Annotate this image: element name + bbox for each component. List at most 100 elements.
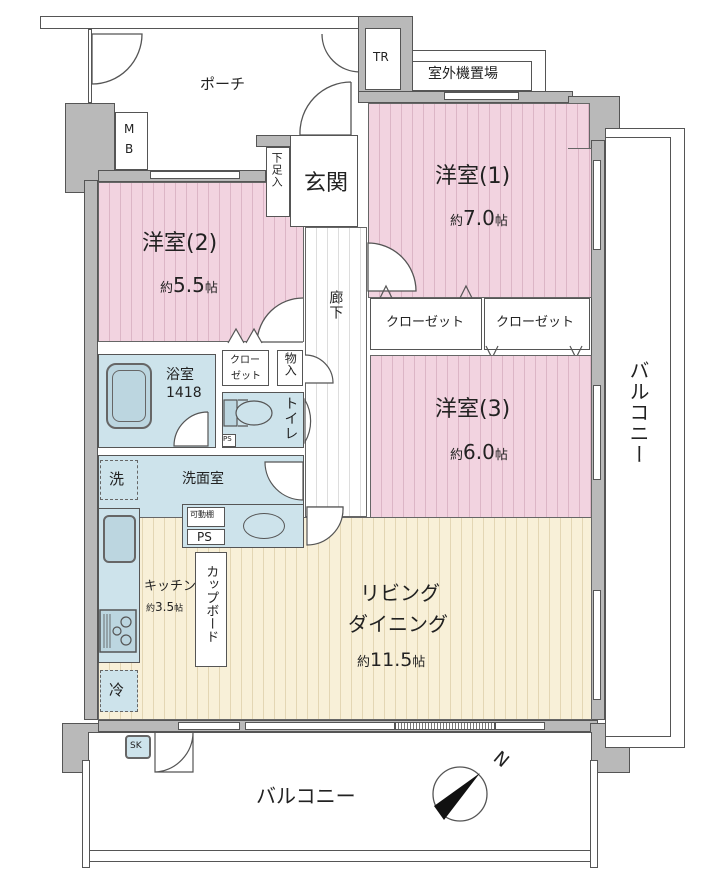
washroom-label: 洗面室 (182, 471, 224, 487)
storage[interactable] (277, 350, 303, 386)
washer-space (100, 460, 138, 500)
entrance (290, 135, 358, 227)
small-closet-door-icon (227, 327, 263, 344)
closet-a[interactable] (370, 298, 482, 350)
living-window-left[interactable] (178, 722, 240, 730)
room2-window[interactable] (150, 171, 240, 179)
room1-east-window[interactable] (593, 160, 601, 250)
small-closet[interactable] (222, 350, 269, 386)
bathroom-label: 浴室 (166, 367, 194, 383)
bathtub-inner (112, 370, 146, 422)
room1-top-window[interactable] (444, 92, 519, 100)
left-exterior-wall (84, 180, 98, 720)
size-prefix: 約 (450, 214, 464, 229)
closet-b-label: クローゼット (496, 315, 575, 330)
slop-sink[interactable] (125, 735, 151, 759)
balcony-south-label: バルコニー (256, 784, 356, 808)
porch-door-left-icon (91, 33, 143, 85)
kitchen-label: キッチン (144, 579, 197, 594)
porch-top-rail (40, 16, 412, 29)
entrance-label: 玄関 (304, 171, 349, 196)
western-room-1-label: 洋室(1) (435, 164, 511, 189)
slop-sink-label: SK (130, 741, 142, 751)
size-prefix: 約 (160, 281, 174, 296)
room1-door-icon (367, 242, 417, 292)
tr-label: TR (373, 50, 389, 64)
balcony-east (605, 137, 671, 737)
room3-east-window[interactable] (593, 385, 601, 480)
size-prefix: 約 (450, 448, 464, 463)
outdoor-unit-label: 室外機置場 (428, 66, 498, 82)
western-room-1-notch (568, 148, 592, 298)
western-room-3 (370, 355, 592, 518)
kitchen-size: 約3.5帖 (146, 600, 184, 615)
balcony-left-post (82, 760, 90, 868)
washroom-door-icon (264, 461, 304, 501)
living-label-line2: ダイニング (348, 612, 448, 636)
fridge-space (100, 670, 138, 712)
mb-label-b: B (125, 142, 134, 156)
size-unit: 帖 (412, 655, 426, 670)
toilet-door-icon (304, 397, 312, 445)
ps-toilet (222, 434, 236, 447)
closet-door-markers-icon (379, 284, 583, 360)
living-east-window[interactable] (593, 590, 601, 700)
kitchen-sink-icon (103, 515, 136, 563)
size-value: 3.5 (155, 600, 175, 614)
movable-shelf-box (187, 507, 225, 527)
living-dining (98, 517, 592, 720)
hallway-label: 廊下 (327, 290, 344, 320)
stove-icon (99, 609, 137, 653)
western-room-2-label: 洋室(2) (142, 231, 218, 256)
washer-label: 洗 (109, 470, 125, 488)
size-unit: 帖 (494, 448, 508, 463)
balcony-door-icon (154, 731, 194, 773)
porch-door-right-icon (321, 33, 361, 73)
living-window-vent (395, 722, 495, 730)
cupboard[interactable] (195, 552, 227, 667)
size-value: 7.0 (463, 206, 495, 230)
living-entry-door-icon (306, 506, 344, 546)
hallway (305, 227, 367, 517)
small-closet-label-2: ゼット (231, 371, 261, 382)
toilet-icon (223, 399, 273, 427)
size-unit: 帖 (174, 604, 184, 614)
small-closet-label-1: クロー (230, 355, 260, 366)
balcony-east-label: バルコニー (626, 360, 650, 465)
storage-door-icon (304, 354, 334, 384)
size-unit: 帖 (494, 214, 508, 229)
living-window-mid[interactable] (245, 722, 395, 730)
porch-label: ポーチ (200, 75, 246, 93)
ps-wash-label-2: PS (197, 530, 212, 544)
mb-label-m: M (124, 122, 135, 136)
closet-b[interactable] (484, 298, 590, 350)
shoe-storage (266, 147, 290, 217)
bathroom-size: 1418 (166, 385, 202, 401)
living-label-line1: リビング (360, 581, 440, 605)
western-room-2-size: 約5.5帖 (160, 274, 218, 296)
balcony-right-post (590, 760, 598, 868)
movable-shelf-label-2: 可動棚 (190, 510, 214, 519)
size-value: 11.5 (370, 649, 413, 671)
ps-wash-box (187, 529, 225, 545)
cupboard-label: カップボード (203, 565, 219, 643)
size-prefix: 約 (357, 655, 371, 670)
size-value: 5.5 (173, 273, 205, 297)
size-unit: 帖 (204, 281, 218, 296)
western-room-3-label: 洋室(3) (435, 397, 511, 422)
storage-label: 物入 (283, 352, 298, 376)
living-size: 約11.5帖 (357, 650, 425, 671)
ps-toilet-label: PS (223, 435, 232, 443)
tr-box (365, 28, 401, 90)
mb-box (115, 112, 148, 170)
wash-basin (243, 513, 285, 539)
size-value: 6.0 (463, 440, 495, 464)
living-window-right[interactable] (495, 722, 545, 730)
bathroom-door-icon (173, 411, 209, 447)
size-prefix: 約 (146, 604, 156, 614)
western-room-1-size: 約7.0帖 (450, 207, 508, 229)
outdoor-unit-area (412, 61, 532, 91)
compass-north-icon (432, 766, 488, 822)
closet-a-label: クローゼット (386, 315, 465, 330)
fridge-label: 冷 (109, 681, 125, 699)
